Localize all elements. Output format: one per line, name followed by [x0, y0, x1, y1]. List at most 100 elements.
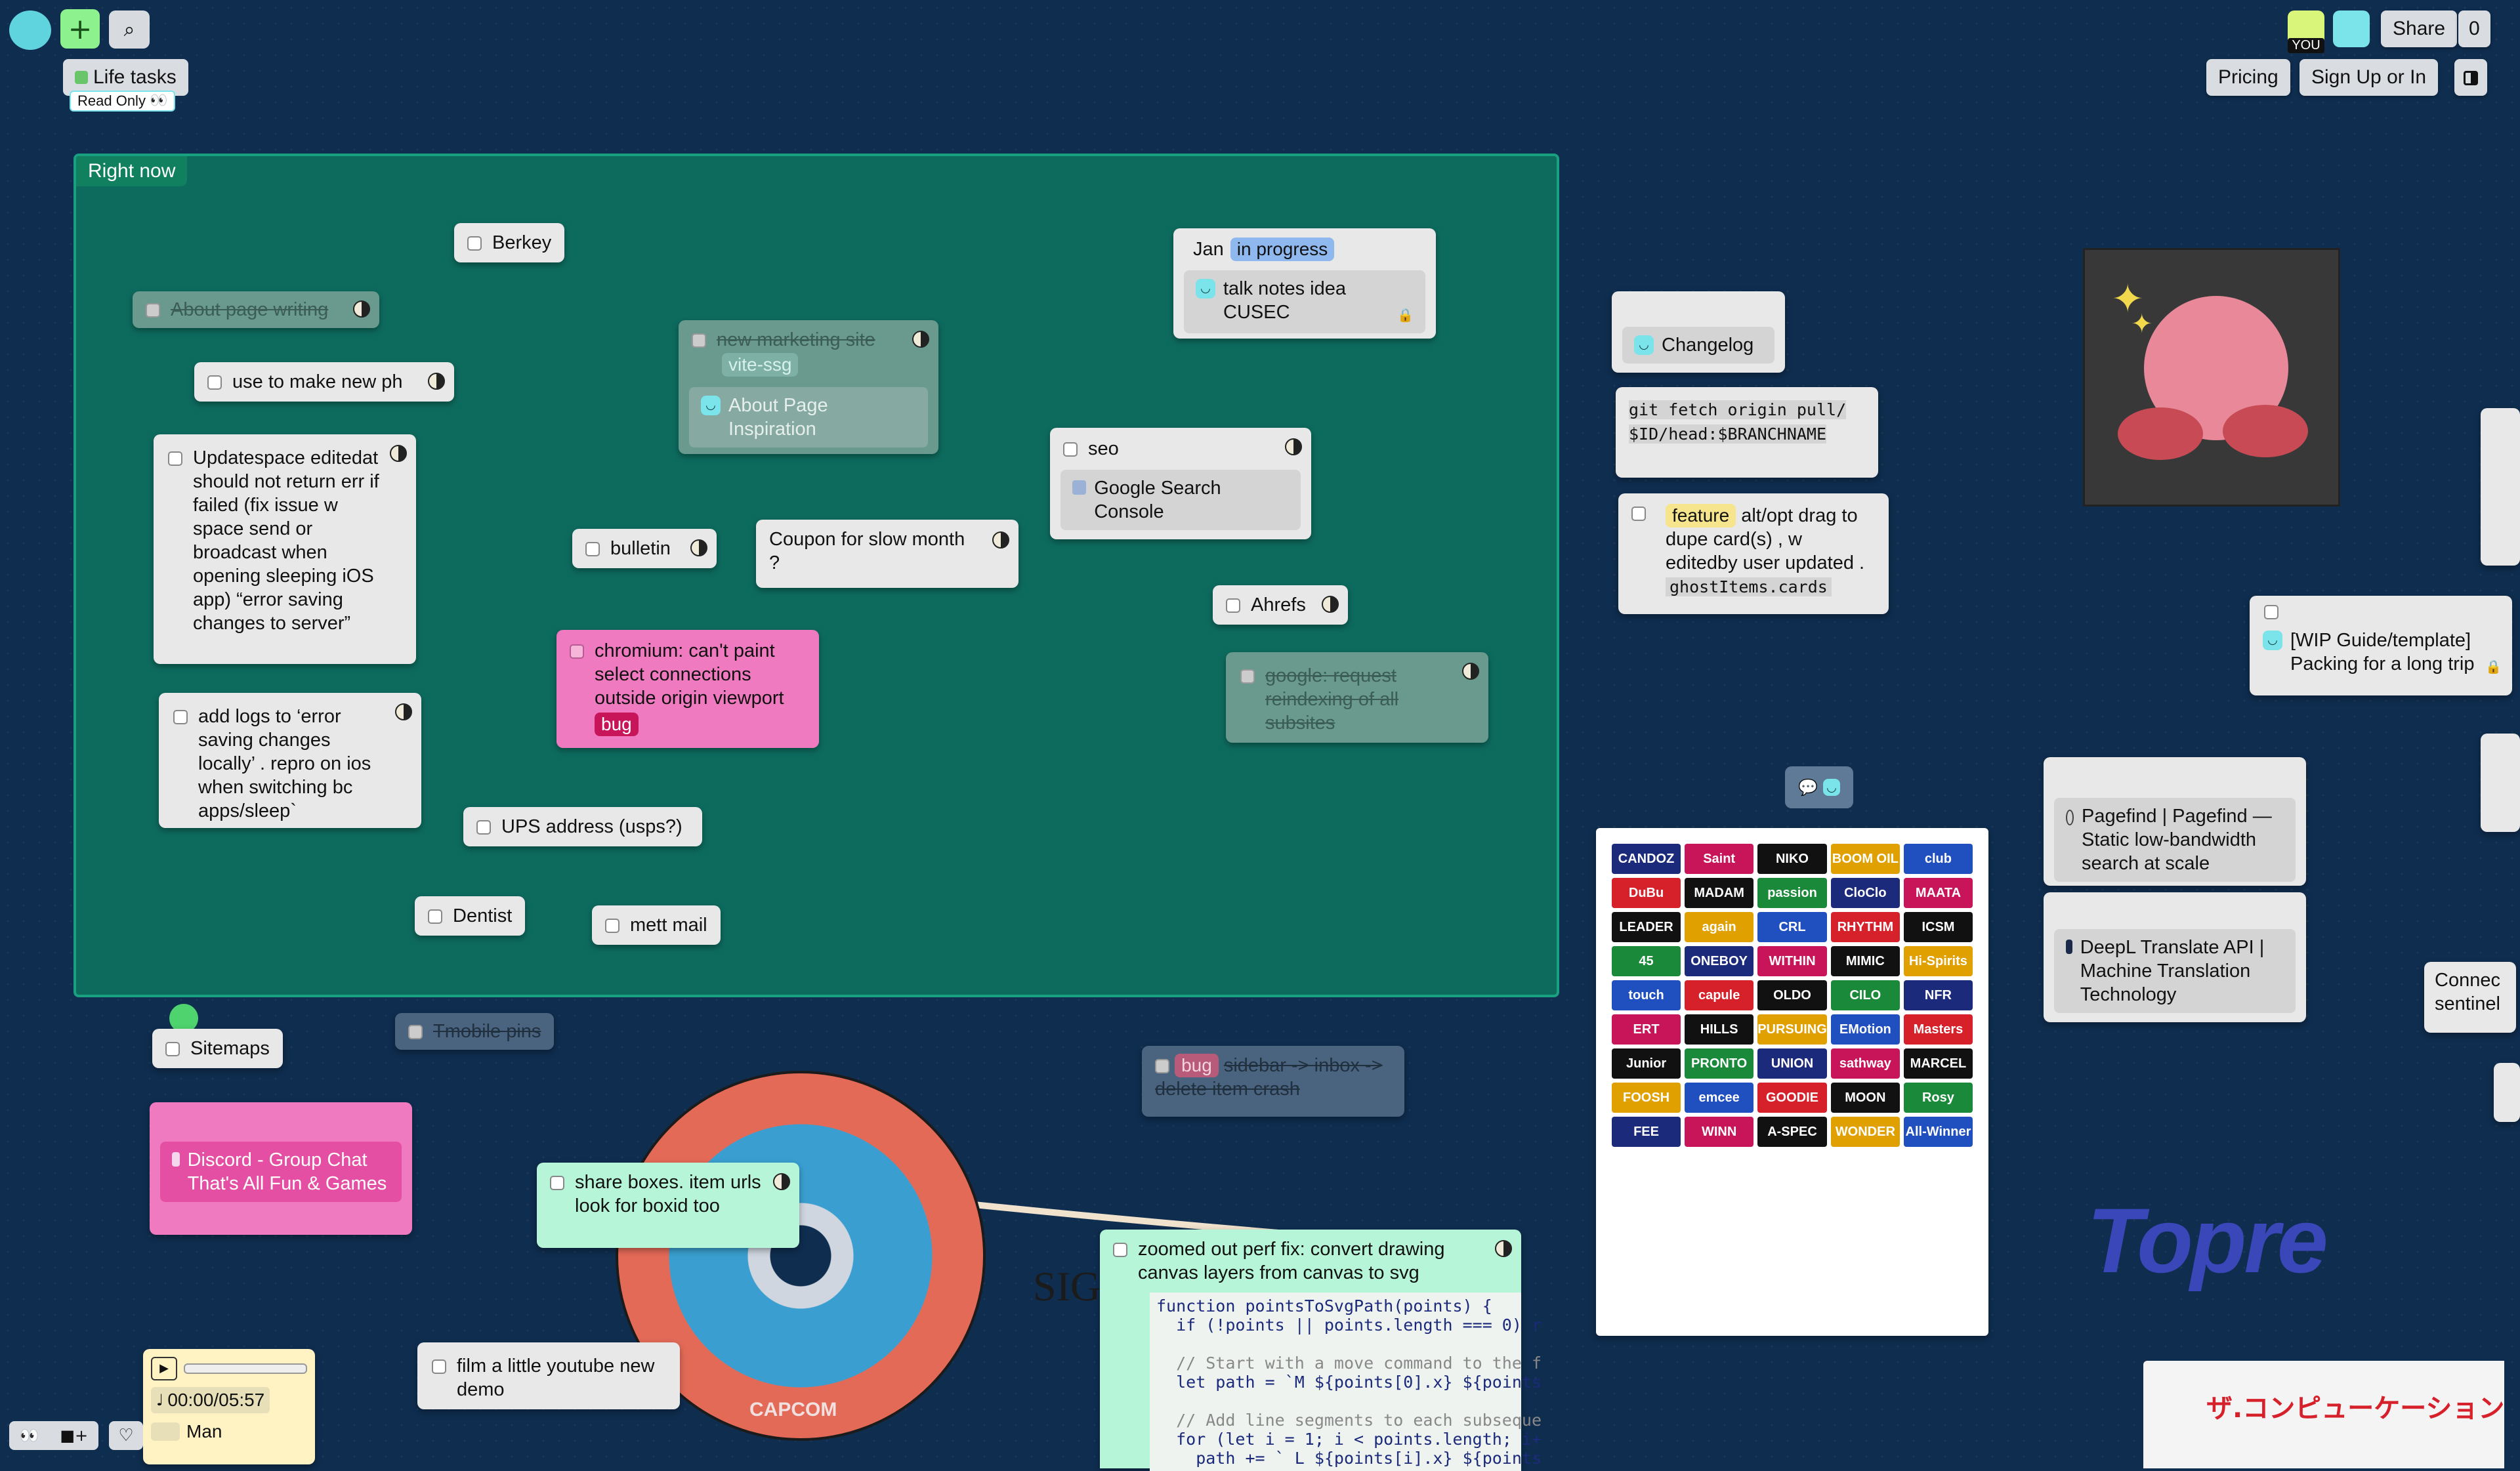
- checkbox[interactable]: [428, 909, 442, 924]
- checkbox[interactable]: [1226, 598, 1240, 613]
- card-ahrefs[interactable]: Ahrefs: [1213, 585, 1348, 625]
- checkbox[interactable]: [570, 644, 584, 659]
- card-mett-mail[interactable]: mett mail: [592, 905, 721, 945]
- eyes-icon[interactable]: 👀: [19, 1426, 39, 1445]
- vite-ssg-tag[interactable]: vite-ssg: [722, 353, 799, 377]
- card-zoomed-out[interactable]: zoomed out perf fix: convert drawing can…: [1100, 1230, 1542, 1471]
- card-git-fetch[interactable]: git fetch origin pull/$ID/head:$BRANCHNA…: [1616, 387, 1878, 478]
- in-progress-tag[interactable]: in progress: [1230, 238, 1335, 261]
- alien-sticker[interactable]: [169, 1004, 198, 1033]
- moon-icon[interactable]: [1495, 1240, 1512, 1257]
- nested-card-deepl[interactable]: DeepL Translate API | Machine Translatio…: [2054, 929, 2296, 1013]
- card-coupon[interactable]: Coupon for slow month ?: [756, 520, 1018, 588]
- feature-tag[interactable]: feature: [1666, 504, 1736, 528]
- card-changelog[interactable]: ◡ Changelog: [1612, 291, 1785, 373]
- checkbox[interactable]: [173, 710, 188, 724]
- card-jan[interactable]: Jan in progress ◡ talk notes idea CUSEC …: [1173, 228, 1436, 339]
- moon-icon[interactable]: [390, 445, 407, 462]
- checkbox[interactable]: [585, 542, 600, 556]
- card-wip-guide[interactable]: ◡ [WIP Guide/template] Packing for a lon…: [2250, 596, 2512, 695]
- card-google-request[interactable]: google: request reindexing of all subsit…: [1226, 652, 1488, 743]
- share-button[interactable]: Share: [2381, 10, 2458, 47]
- checkbox[interactable]: [467, 236, 482, 251]
- moon-icon[interactable]: [1322, 596, 1339, 613]
- play-button[interactable]: ▶: [151, 1357, 177, 1380]
- checkbox[interactable]: [605, 919, 620, 933]
- card-chromium[interactable]: chromium: can't paint select connections…: [556, 630, 819, 748]
- card-dentist[interactable]: Dentist: [415, 896, 526, 936]
- comment-indicator[interactable]: 💬 ◡: [1785, 766, 1853, 808]
- topre-logo[interactable]: Topre: [2087, 1189, 2328, 1292]
- nested-card-wip-guide[interactable]: ◡ [WIP Guide/template] Packing for a lon…: [2260, 629, 2502, 678]
- card-sitemaps[interactable]: Sitemaps: [152, 1029, 283, 1068]
- kirby-image[interactable]: ✦ ✦: [2083, 248, 2340, 507]
- nested-card-google-search-console[interactable]: Google Search Console: [1060, 470, 1301, 530]
- bug-tag[interactable]: bug: [1175, 1054, 1219, 1077]
- card-about-page-writing[interactable]: About page writing: [133, 291, 379, 328]
- card-use-to-make[interactable]: use to make new ph: [194, 362, 454, 402]
- audio-progress-bar[interactable]: [184, 1363, 307, 1374]
- card-add-logs[interactable]: add logs to ‘error saving changes locall…: [159, 693, 421, 828]
- card-updatespace[interactable]: Updatespace editedat should not return e…: [154, 434, 416, 664]
- card-edge-partial-1[interactable]: [2481, 408, 2520, 566]
- card-audio-player[interactable]: ▶ ♩ 00:00/05:57 Man: [143, 1349, 315, 1464]
- nested-card-pagefind[interactable]: Pagefind | Pagefind — Static low-bandwid…: [2054, 798, 2296, 882]
- add-button[interactable]: +: [60, 9, 100, 49]
- checkbox[interactable]: [476, 820, 491, 835]
- moon-icon[interactable]: [992, 531, 1009, 549]
- heart-button[interactable]: ♡: [109, 1421, 143, 1450]
- card-bug-sidebar[interactable]: bug sidebar -> inbox -> delete item cras…: [1142, 1046, 1404, 1117]
- moon-icon[interactable]: [353, 300, 370, 318]
- card-pagefind[interactable]: Pagefind | Pagefind — Static low-bandwid…: [2044, 757, 2306, 886]
- checkbox[interactable]: [165, 1042, 180, 1056]
- moon-icon[interactable]: [1462, 663, 1479, 680]
- nested-card-talk-notes[interactable]: ◡ talk notes idea CUSEC 🔒: [1184, 270, 1425, 333]
- signup-button[interactable]: Sign Up or In: [2300, 59, 2439, 96]
- card-edge-partial-3[interactable]: [2494, 1063, 2520, 1122]
- card-alt-opt-drag[interactable]: feature alt/opt drag to dupe card(s) , w…: [1618, 493, 1889, 614]
- box-title[interactable]: Right now: [76, 156, 188, 186]
- search-button[interactable]: ⌕: [109, 10, 150, 49]
- card-bulletin[interactable]: bulletin: [572, 529, 717, 568]
- nested-card-changelog[interactable]: ◡ Changelog: [1622, 327, 1774, 363]
- checkbox[interactable]: [408, 1025, 423, 1039]
- card-tmobile[interactable]: Tmobile pins: [395, 1013, 555, 1050]
- checkbox[interactable]: [168, 451, 182, 466]
- checkbox[interactable]: [207, 375, 222, 390]
- checkbox[interactable]: [146, 303, 160, 318]
- card-edge-partial-2[interactable]: [2481, 734, 2520, 832]
- app-logo[interactable]: [9, 10, 51, 50]
- checkbox[interactable]: [1063, 442, 1078, 457]
- moon-icon[interactable]: [690, 539, 707, 556]
- checkbox[interactable]: [1631, 507, 1646, 521]
- moon-icon[interactable]: [1285, 438, 1302, 455]
- card-film[interactable]: film a little youtube new demo: [417, 1342, 680, 1409]
- card-seo[interactable]: seo Google Search Console: [1050, 428, 1311, 539]
- moon-icon[interactable]: [773, 1173, 790, 1190]
- pricing-button[interactable]: Pricing: [2206, 59, 2290, 96]
- moon-icon[interactable]: [912, 331, 929, 348]
- moon-icon[interactable]: [428, 373, 445, 390]
- bug-tag[interactable]: bug: [595, 713, 639, 736]
- checkbox[interactable]: [550, 1176, 564, 1190]
- space-name-button[interactable]: Life tasks: [63, 59, 188, 96]
- video-icon[interactable]: ■+: [60, 1426, 89, 1445]
- checkbox[interactable]: [432, 1359, 446, 1374]
- card-deepl[interactable]: DeepL Translate API | Machine Translatio…: [2044, 892, 2306, 1022]
- checkbox[interactable]: [1113, 1243, 1127, 1257]
- nested-card-discord-link[interactable]: Discord - Group Chat That's All Fun & Ga…: [160, 1142, 402, 1202]
- checkbox[interactable]: [692, 333, 706, 348]
- share-count[interactable]: 0: [2458, 10, 2490, 47]
- card-berkey[interactable]: Berkey: [454, 223, 565, 262]
- card-new-marketing-site[interactable]: new marketing site vite-ssg ◡ About Page…: [679, 320, 938, 454]
- bottom-toolbar[interactable]: 👀 ■+: [9, 1421, 98, 1450]
- card-ups[interactable]: UPS address (usps?): [463, 807, 702, 846]
- card-share-boxes[interactable]: share boxes. item urls look for boxid to…: [537, 1163, 799, 1248]
- card-connect-partial[interactable]: Connec sentinel: [2424, 962, 2516, 1033]
- japanese-poster-image[interactable]: ザ.コンピューケーション: [2143, 1361, 2504, 1468]
- checkbox[interactable]: [1240, 669, 1255, 684]
- moon-icon[interactable]: [395, 703, 412, 720]
- checkbox[interactable]: [2264, 605, 2278, 619]
- nested-card-about-page-inspiration[interactable]: ◡ About Page Inspiration: [689, 387, 928, 447]
